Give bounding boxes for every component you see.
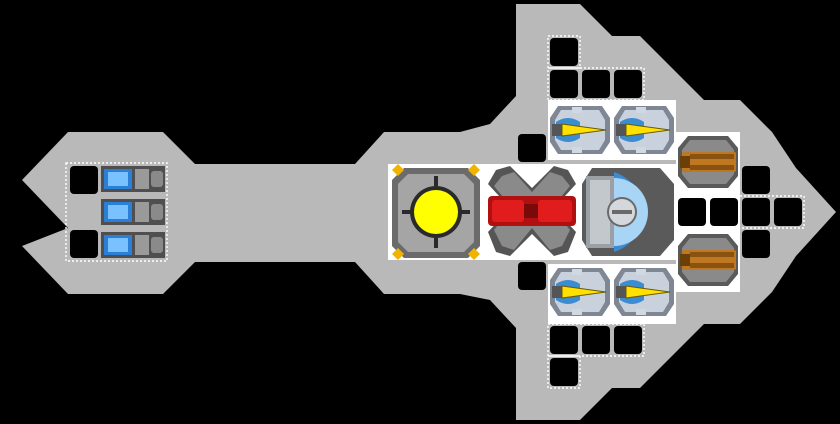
red-module-icon[interactable]: [70, 230, 98, 258]
room-outline: [547, 323, 645, 357]
cyan-module-icon[interactable]: [710, 198, 738, 226]
thruster-bottom[interactable]: [101, 232, 165, 258]
room-outline: [547, 355, 581, 389]
engine-module[interactable]: [484, 164, 580, 260]
cannon-turret[interactable]: [678, 234, 738, 286]
red-module-icon[interactable]: [742, 198, 770, 226]
cyan-module-icon[interactable]: [678, 198, 706, 226]
red-module-icon[interactable]: [582, 326, 610, 354]
reactor-module[interactable]: [388, 164, 484, 260]
red-module-icon[interactable]: [550, 38, 578, 66]
thruster-cluster: [65, 162, 168, 262]
cannon-turret[interactable]: [678, 136, 738, 188]
shield-module[interactable]: [580, 164, 676, 260]
missile-launchers: [548, 100, 676, 324]
missile-launcher[interactable]: [549, 267, 611, 317]
thruster-room-outline: [65, 162, 168, 262]
room-outline: [547, 67, 645, 101]
cyan-module-icon[interactable]: [550, 326, 578, 354]
thruster-middle[interactable]: [101, 199, 165, 225]
cyan-module-icon[interactable]: [550, 70, 578, 98]
room-outline: [675, 195, 805, 229]
missile-launcher[interactable]: [613, 105, 675, 155]
missile-launcher[interactable]: [613, 267, 675, 317]
red-module-icon[interactable]: [70, 166, 98, 194]
red-module-icon[interactable]: [614, 326, 642, 354]
red-module-icon[interactable]: [582, 70, 610, 98]
red-module-icon[interactable]: [742, 230, 770, 258]
cyan-module-icon[interactable]: [518, 262, 546, 290]
cyan-module-icon[interactable]: [518, 134, 546, 162]
missile-launcher[interactable]: [549, 105, 611, 155]
red-module-icon[interactable]: [774, 198, 802, 226]
reactor-core: [414, 190, 458, 234]
thruster-top[interactable]: [101, 166, 165, 192]
red-module-icon[interactable]: [742, 166, 770, 194]
red-module-icon[interactable]: [614, 70, 642, 98]
red-module-icon[interactable]: [550, 358, 578, 386]
